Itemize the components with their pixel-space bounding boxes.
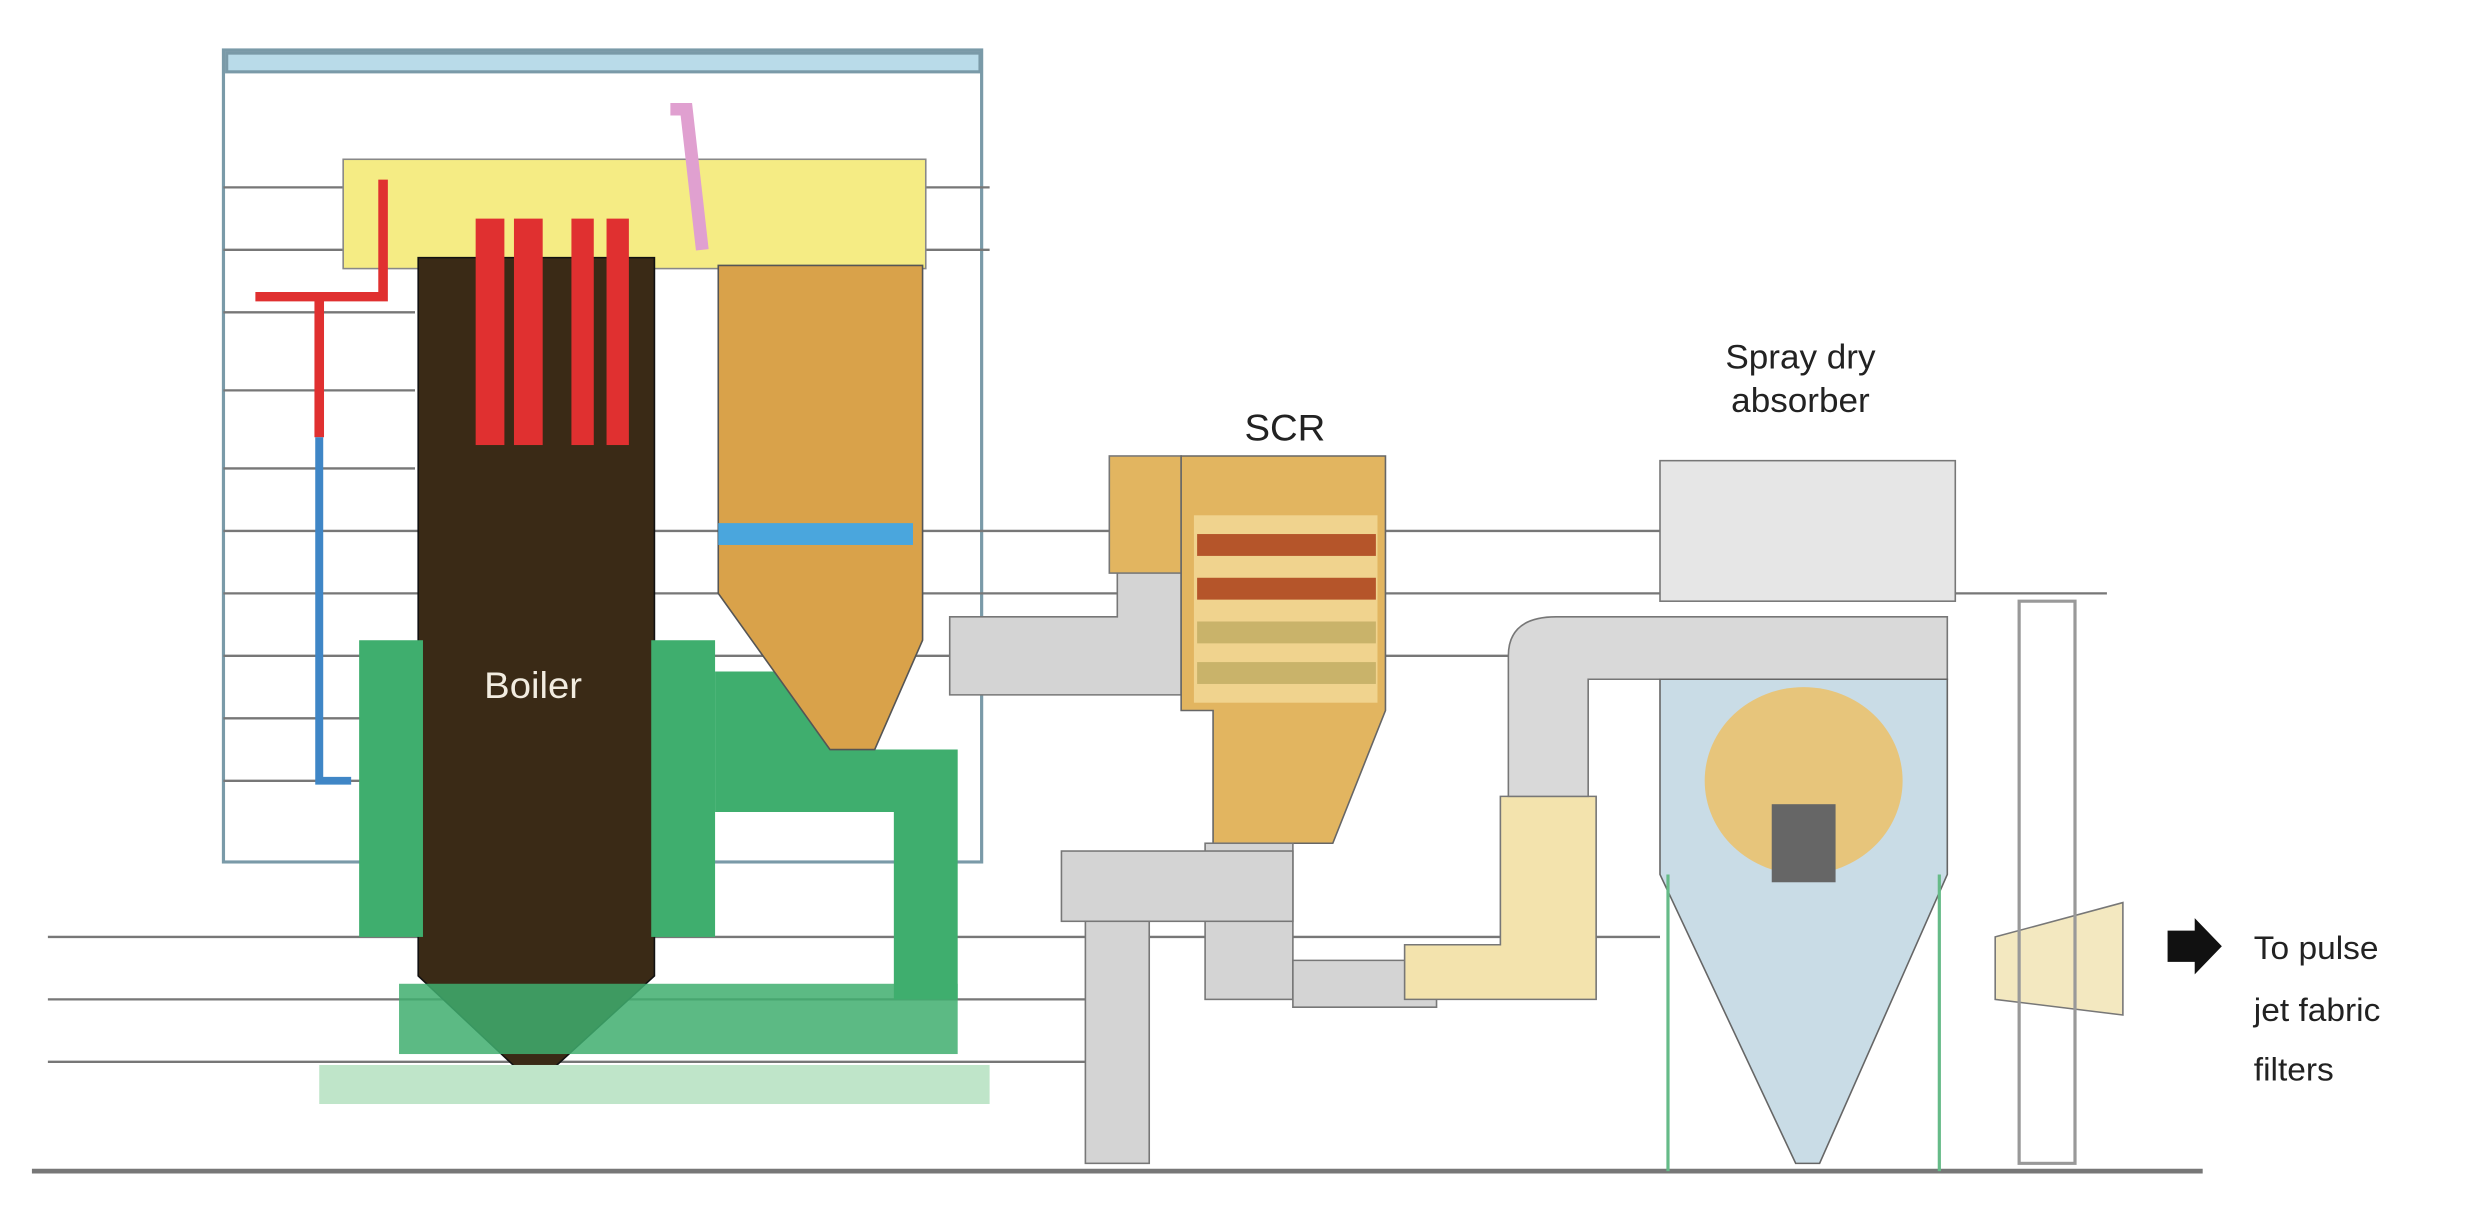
windbox-left [359,640,423,937]
primary-air-duct [319,1064,990,1105]
air-duct-lower [399,983,958,1055]
duct-to-absorber [1292,959,1438,1008]
penthouse-roof [342,158,927,270]
catalyst-layers [1197,534,1376,600]
outlet-label-line3: filters [2254,1052,2334,1089]
economizer-header [718,523,913,545]
air-duct [715,671,958,1000]
outlet-label-line1: To pulse [2254,930,2379,967]
boiler-label: Boiler [484,665,582,707]
air-heater [1060,850,1294,923]
absorber-roof-housing [1659,459,1957,602]
backpass-economizer [717,264,924,751]
scr-inlet-duct [1108,455,1182,574]
vent-stack [670,103,709,251]
scr-label: SCR [1244,408,1325,450]
atomizer [1771,804,1836,883]
access-ladder [2017,599,2077,1165]
arrow-right-icon [2167,918,2222,975]
spray-cone [1704,687,1903,875]
windbox-right [651,640,716,937]
absorber-outlet-duct [1994,901,2124,1016]
outlet-label-line2: jet fabric [2253,993,2381,1030]
water-pipe [315,437,352,785]
absorber-inlet-duct-lower [1403,795,1597,1001]
absorber-legs [1666,874,1941,1172]
steam-pipe [255,179,388,302]
ash-hopper-column [1084,920,1151,1165]
catalyst-layers-spare [1197,621,1376,684]
spray-dry-label-line1: Spray dry [1725,339,1876,377]
spray-dry-label-line2: absorber [1731,383,1870,421]
